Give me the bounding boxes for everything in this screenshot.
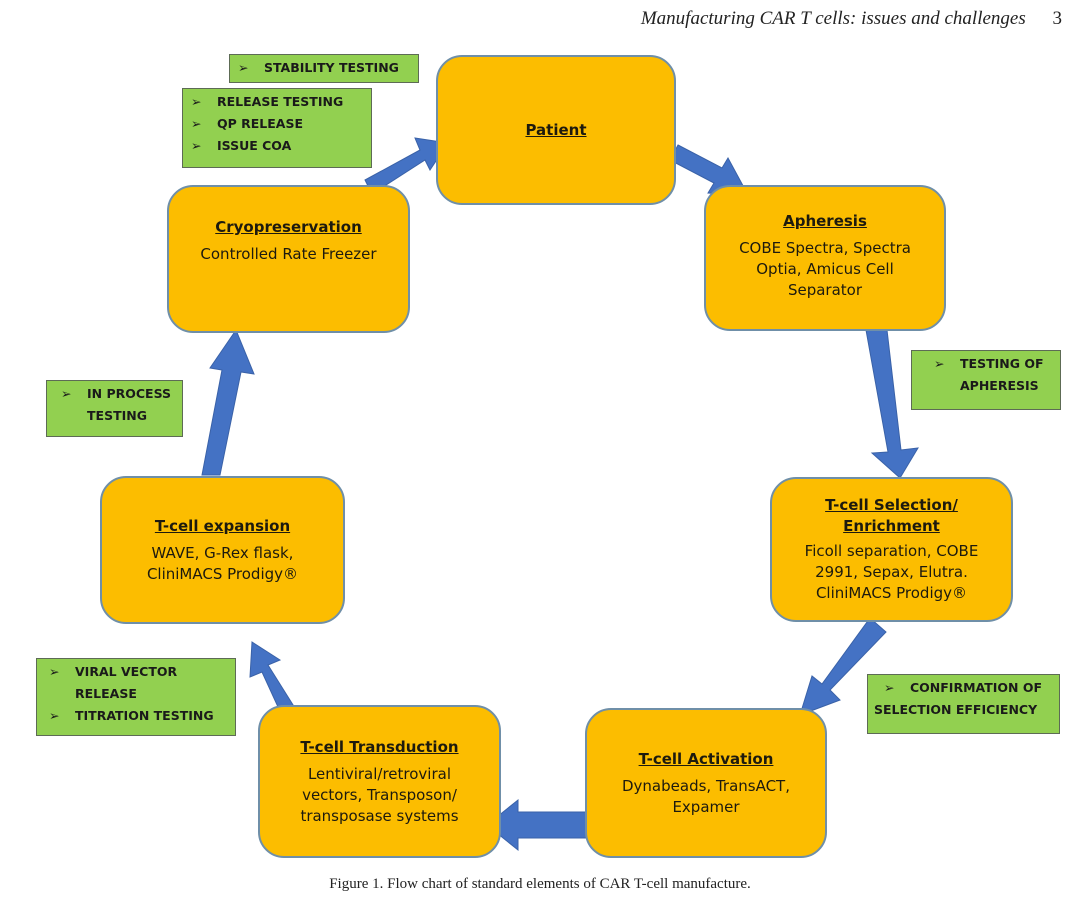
arrow-bullet-icon: ➢ (61, 386, 72, 401)
note-text: QP RELEASE (217, 116, 304, 131)
note-text: TESTING OF (960, 356, 1044, 371)
note-text: CONFIRMATION OF (910, 680, 1043, 695)
node-title: T-cell expansion (154, 516, 291, 535)
node-activation: T-cell Activation Dynabeads, TransACT, E… (585, 708, 827, 858)
node-detail: Ficoll separation, COBE 2991, Sepax, Elu… (804, 542, 979, 602)
note-text: TESTING (87, 408, 147, 423)
node-detail: Lentiviral/retroviral vectors, Transposo… (300, 764, 459, 825)
node-title: T-cell Selection/ Enrichment (825, 496, 958, 535)
note-release-testing: ➢ RELEASE TESTING ➢ QP RELEASE ➢ ISSUE COA (182, 88, 372, 168)
arrow-bullet-icon: ➢ (238, 60, 249, 75)
note-selection-efficiency: ➢ CONFIRMATION OF SELECTION EFFICIENCY (867, 674, 1060, 734)
node-transduction: T-cell Transduction Lentiviral/retrovira… (258, 705, 501, 858)
arrow-bullet-icon: ➢ (49, 664, 60, 679)
arrow-bullet-icon: ➢ (49, 708, 60, 723)
note-apheresis-testing: ➢ TESTING OF APHERESIS (911, 350, 1061, 410)
arrow-activation-to-transduction (486, 798, 596, 852)
arrow-bullet-icon: ➢ (934, 356, 945, 371)
note-text: TITRATION TESTING (75, 708, 214, 723)
running-title: Manufacturing CAR T cells: issues and ch… (640, 8, 1026, 29)
note-viral-vector: ➢ VIRAL VECTOR RELEASE ➢ TITRATION TESTING (36, 658, 236, 736)
note-stability-testing: ➢ STABILITY TESTING (229, 54, 419, 83)
node-detail: Dynabeads, TransACT, Expamer (622, 776, 790, 816)
arrow-selection-to-activation (799, 617, 887, 716)
arrow-bullet-icon: ➢ (191, 94, 202, 109)
figure-caption: Figure 1. Flow chart of standard element… (329, 876, 751, 892)
arrow-bullet-icon: ➢ (191, 116, 202, 131)
note-text: RELEASE (75, 686, 137, 701)
note-text: VIRAL VECTOR (75, 664, 178, 679)
node-title: T-cell Activation (638, 749, 774, 768)
node-selection: T-cell Selection/ Enrichment Ficoll sepa… (770, 477, 1013, 622)
node-detail: Controlled Rate Freezer (200, 245, 377, 263)
node-title: Apheresis (783, 212, 867, 230)
arrow-expansion-to-cryo (201, 328, 255, 476)
node-title: Patient (525, 120, 587, 139)
note-text: ISSUE COA (217, 138, 292, 153)
note-in-process-testing: ➢ IN PROCESS TESTING (46, 380, 183, 437)
node-title: Cryopreservation (215, 218, 362, 236)
node-apheresis: Apheresis COBE Spectra, Spectra Optia, A… (704, 185, 946, 331)
page-number: 3 (1052, 8, 1063, 29)
arrow-apheresis-to-selection (865, 329, 919, 479)
running-header: Manufacturing CAR T cells: issues and ch… (641, 8, 1062, 30)
note-text: STABILITY TESTING (264, 60, 399, 75)
note-text: SELECTION EFFICIENCY (874, 702, 1038, 717)
node-detail: COBE Spectra, Spectra Optia, Amicus Cell… (739, 239, 911, 299)
node-expansion: T-cell expansion WAVE, G-Rex flask, Clin… (100, 476, 345, 624)
node-cryopreservation: Cryopreservation Controlled Rate Freezer (167, 185, 410, 333)
node-patient: Patient (436, 55, 676, 205)
note-text: RELEASE TESTING (217, 94, 344, 109)
note-text: IN PROCESS (87, 386, 172, 401)
note-text: APHERESIS (960, 378, 1039, 393)
node-title: T-cell Transduction (300, 737, 459, 756)
node-detail: WAVE, G-Rex flask, CliniMACS Prodigy® (146, 543, 299, 583)
arrow-bullet-icon: ➢ (884, 680, 895, 695)
arrow-bullet-icon: ➢ (191, 138, 202, 153)
